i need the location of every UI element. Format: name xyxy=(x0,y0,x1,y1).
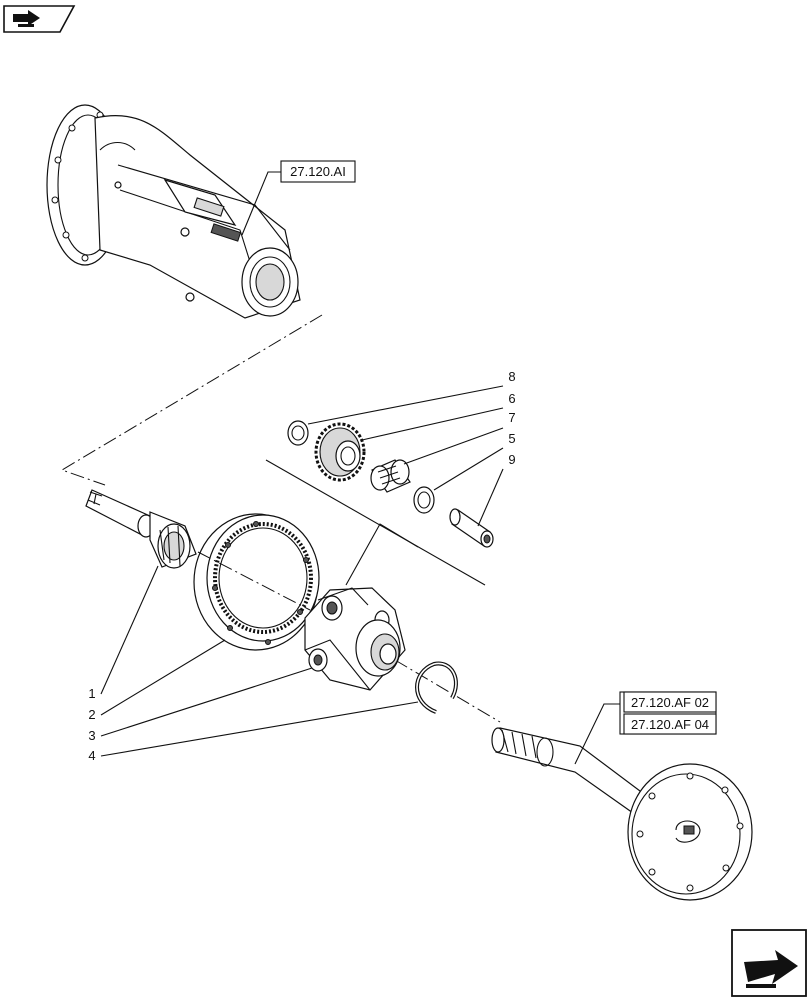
needle-bearing-7 xyxy=(370,459,411,493)
callout-5: 5 xyxy=(508,431,515,446)
sun-gear-shaft-1 xyxy=(85,489,197,569)
thrust-washer-5 xyxy=(413,486,435,514)
book-arrow-icon[interactable] xyxy=(3,5,76,33)
callout-7: 7 xyxy=(508,410,515,425)
thrust-washer-8 xyxy=(287,420,309,446)
shaft-ref-label-2: 27.120.AF 04 xyxy=(631,717,709,732)
planet-carrier-3 xyxy=(304,587,406,691)
callout-2: 2 xyxy=(88,707,95,722)
callout-4: 4 xyxy=(88,748,95,763)
callout-8: 8 xyxy=(508,369,515,384)
callout-1: 1 xyxy=(88,686,95,701)
housing-ref-label: 27.120.AI xyxy=(290,164,346,179)
ring-gear-2 xyxy=(193,513,320,651)
planet-pin-9 xyxy=(449,508,494,548)
callout-9: 9 xyxy=(508,452,515,467)
callout-3: 3 xyxy=(88,728,95,743)
planet-gear-6 xyxy=(314,422,366,482)
shaft-ref-label-1: 27.120.AF 02 xyxy=(631,695,709,710)
next-page-arrow-icon[interactable] xyxy=(731,929,807,997)
callout-6: 6 xyxy=(508,391,515,406)
axle-shaft xyxy=(491,727,753,901)
axle-housing xyxy=(46,104,301,319)
snap-ring-4 xyxy=(415,661,458,714)
